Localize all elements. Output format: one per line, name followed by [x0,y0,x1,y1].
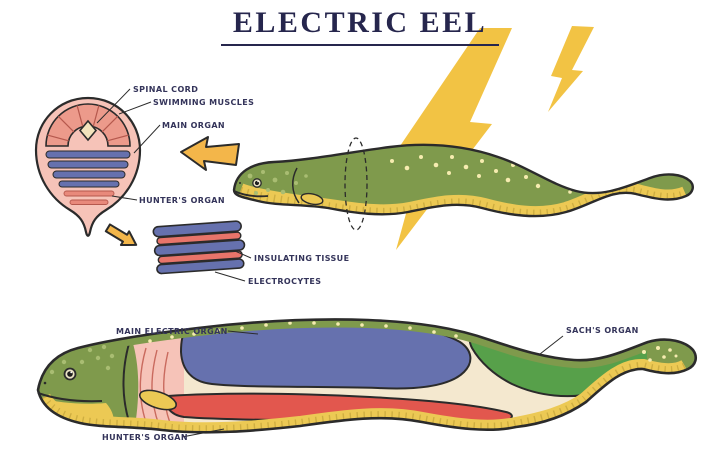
lightning-bolts [396,26,594,250]
leader-line-spinal-cord [96,88,131,124]
main-organ-stripe [47,160,129,169]
cross-section-marker-ellipse [344,137,368,231]
label-hunters-organ-top: HUNTER'S ORGAN [139,196,225,205]
title-block: ELECTRIC EEL [0,8,720,46]
arrow-to-electrocytes-icon [104,223,138,247]
leader-line-swimming-muscles [118,101,152,115]
top-eel-gill-line [292,167,300,204]
label-electrocytes: ELECTROCYTES [248,277,321,286]
top-eel-eye-glint [257,180,259,183]
leader-line-insulating-tissue [234,250,252,259]
leader-line-hunters-organ-top [111,195,138,201]
bottom-eel-back-spots [148,321,458,343]
bottom-eel-outline [36,318,698,434]
label-insulating-tissue: INSULATING TISSUE [254,254,349,263]
leader-line-hunters-organ-bottom [181,428,225,438]
label-sachs-organ: SACH'S ORGAN [566,326,639,335]
top-eel-outline [232,143,694,218]
bottom-eel-pectoral-fin [138,389,178,411]
hunters-organ-stripes [63,190,115,205]
lightning-bolt-small-icon [548,26,594,112]
label-main-electric-organ: MAIN ELECTRIC ORGAN [116,327,228,336]
lightning-bolt-large-icon [396,28,512,250]
label-main-organ: MAIN ORGAN [162,121,225,130]
main-organ-stripe [52,170,126,179]
label-hunters-organ-bottom: HUNTER'S ORGAN [102,433,188,442]
bottom-eel-tail-spots [642,346,678,362]
main-organ-stripe [58,180,120,188]
insulating-layer [156,231,242,246]
leader-line-main-electric-organ [227,330,259,335]
hunters-organ-stripe [63,190,115,197]
page-title: ELECTRIC EEL [220,8,500,46]
electrocyte-layer [156,258,245,275]
electrocyte-layer [153,239,246,257]
leader-line-main-organ [133,124,161,154]
leader-line-sachs-organ [539,335,564,355]
leader-line-electrocytes [214,271,246,282]
top-eel-illustration [232,137,694,231]
top-eel-mouth [233,190,269,198]
electrocyte-layer [152,220,242,238]
label-spinal-cord: SPINAL CORD [133,85,198,94]
cross-section-illustration [34,96,142,237]
electrocyte-stack-illustration [152,220,246,275]
top-eel-nostril [239,182,241,184]
arrow-to-electrocytes-shape [104,223,138,247]
main-organ-stripe [45,150,131,159]
top-eel-head-mottle [247,170,308,195]
cross-section-callouts: SPINAL CORD SWIMMING MUSCLES MAIN ORGAN … [96,85,254,205]
spinal-cord-shape [78,119,98,142]
electrocyte-callouts: INSULATING TISSUE ELECTROCYTES [214,250,349,286]
hunters-organ-stripe [69,199,109,205]
top-eel-pectoral-fin [300,192,324,206]
bottom-eel-mouth [37,392,103,403]
anatomy-callouts: MAIN ELECTRIC ORGAN SACH'S ORGAN HUNTER'… [102,326,639,442]
arrow-to-cross-section-icon [180,136,240,171]
muscle-radial-lines [47,105,129,142]
bottom-eel-nostril [43,381,47,385]
main-organ-stripes [45,150,131,188]
bottom-eel-illustration [36,318,698,434]
bottom-eel-eye-glint [70,371,73,374]
label-swimming-muscles: SWIMMING MUSCLES [153,98,254,107]
